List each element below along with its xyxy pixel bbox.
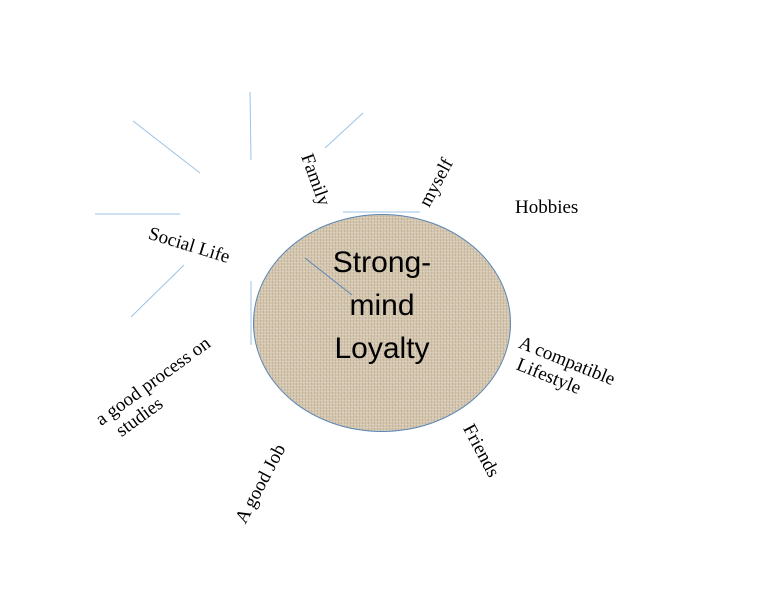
center-title-line: mind [349, 289, 415, 322]
connector-line [304, 257, 353, 296]
connector-line [132, 120, 201, 174]
connector-line [324, 112, 364, 149]
center-title: Strong- mind Loyalty [298, 241, 466, 370]
center-ellipse [253, 214, 511, 432]
center-title-line: Loyalty [334, 332, 430, 365]
connector-line [249, 91, 252, 161]
connector-line [130, 264, 185, 318]
center-title-line: Strong- [332, 246, 432, 279]
branch-label-hobbies: Hobbies [515, 197, 579, 218]
